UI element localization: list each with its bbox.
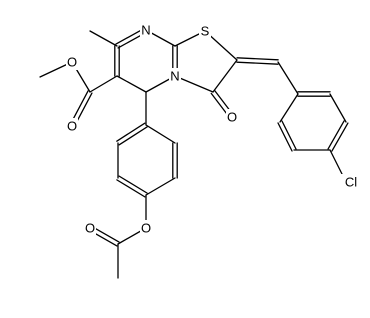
bond-c2-c3	[212, 59, 238, 93]
atom-background	[140, 220, 152, 236]
atom-background	[226, 109, 238, 125]
atom-background	[341, 174, 361, 190]
bond-pa2-pa3	[281, 120, 297, 150]
atom-label-o-ester-single: O	[67, 55, 77, 70]
bond-c5-c6	[116, 75, 147, 93]
bond-c6-ce	[89, 75, 118, 93]
bond-pb1-pb2	[118, 126, 148, 146]
bond-pb3-pb4	[118, 175, 148, 194]
atom-label-o-carbonyl: O	[227, 110, 237, 125]
bond-c3-n4	[174, 75, 214, 93]
bond-cx-pa1	[277, 61, 299, 95]
atom-label-n-top: N	[141, 23, 150, 38]
bond-c7b-me	[89, 30, 118, 47]
atom-label-s-ring: S	[201, 24, 210, 39]
bond-pb4-pb5	[145, 177, 176, 196]
atom-background	[140, 22, 152, 38]
bond-pa2-pa3	[277, 122, 293, 152]
bond-pa1-pa2	[279, 93, 299, 123]
bond-c2-cx	[236, 61, 279, 65]
atom-label-o-phenoxy: O	[141, 221, 151, 236]
atom-label-n-ring: N	[170, 69, 179, 84]
bond-pb3-pb4	[116, 179, 146, 198]
bond-pa4-pa5	[331, 122, 349, 152]
atom-background	[66, 118, 78, 134]
atom-label-cl: Cl	[345, 175, 357, 190]
atom-background	[84, 220, 96, 236]
atom-background	[199, 23, 211, 39]
bond-pa5-pa6	[329, 93, 347, 123]
atom-label-o-ester-double: O	[67, 119, 77, 134]
atom-background	[169, 68, 181, 84]
bond-c2-cx	[236, 57, 279, 61]
atom-background	[66, 54, 78, 70]
bond-layer	[39, 27, 349, 279]
atom-label-o-acetyl: O	[85, 221, 95, 236]
bond-pb1-pb2	[116, 122, 146, 142]
bond-pa4-pa5	[327, 120, 345, 150]
bond-pb6-pb1	[145, 124, 176, 144]
